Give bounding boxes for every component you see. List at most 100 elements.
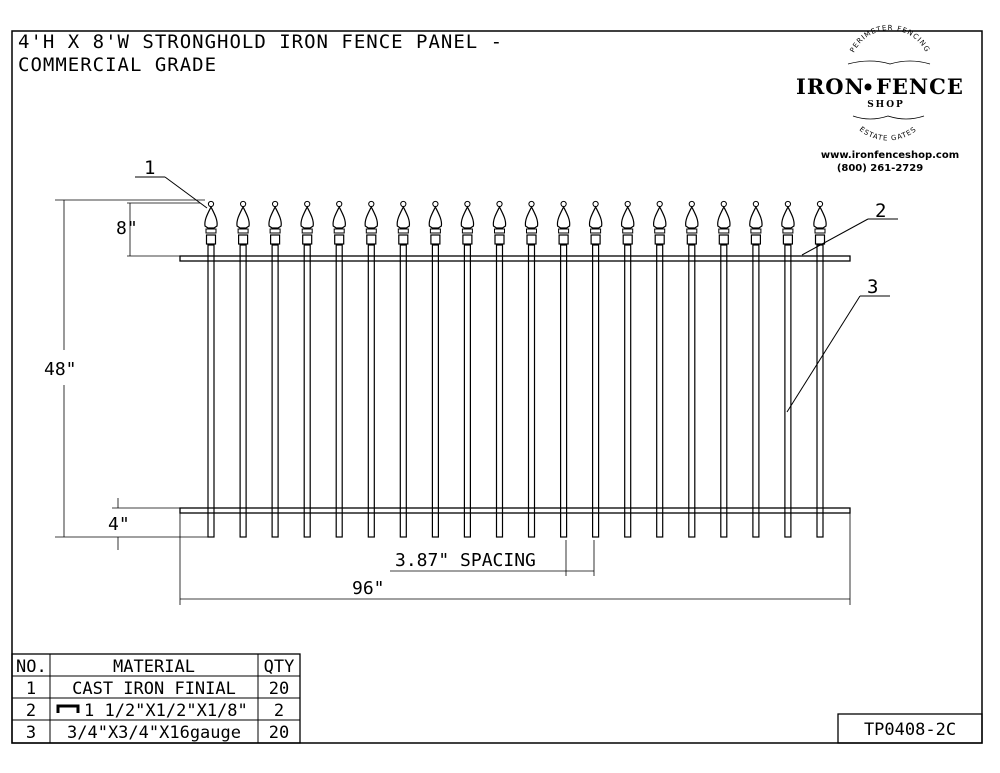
finial-collar [494,228,505,234]
svg-text:3.87" SPACING: 3.87" SPACING [395,550,536,571]
table-row-2-material: 1 1/2"X1/2"X1/8" [84,701,248,721]
finial-base [398,234,409,245]
finial-collar [461,228,473,234]
dimension-finial-height: 8" [116,202,200,257]
material-table: NO. MATERIAL QTY 1 CAST IRON FINIAL 20 2… [11,653,301,744]
drawing-number-box: TP0408-2C [837,713,983,744]
finial-base [366,234,377,245]
picket [717,200,731,538]
finial-head [652,205,667,229]
table-header-material: MATERIAL [113,657,195,677]
finial-collar [718,228,730,234]
finial-base [782,234,794,245]
finial-head [300,205,314,229]
finial-head [396,205,411,229]
logo-main-right-text: FENCE [876,74,964,99]
logo-arc-bottom: ESTATE GATES [858,125,919,142]
finial-head [524,205,539,229]
finial-collar [397,228,409,234]
finial-base [814,234,826,245]
finial-collar [526,228,537,234]
finial-head [813,205,827,229]
finial-head [685,205,699,229]
top-rail [179,255,851,262]
svg-text:4": 4" [108,514,130,535]
finial-base [430,234,441,245]
svg-text:2: 2 [875,200,887,222]
picket [268,200,282,538]
finial-collar [558,228,570,234]
finial-head [717,205,731,229]
picket [813,200,827,538]
finial-base [526,234,537,245]
logo-sub: SHOP [867,100,905,110]
finial-head [236,205,250,229]
logo-flourish-bottom-icon [852,115,925,120]
table-header-qty: QTY [264,657,295,677]
logo-phone: (800) 261-2729 [837,163,923,174]
title-line-1: 4'H X 8'W STRONGHOLD IRON FENCE PANEL - [18,31,503,53]
finial-base [238,234,249,245]
finial-head [749,205,763,229]
callout-picket: 3 [786,276,890,413]
svg-text:3: 3 [867,276,879,298]
table-row-2-qty: 2 [274,701,284,721]
dimension-width: 96" [179,513,851,605]
dimension-total-height: 48" [44,199,210,538]
picket [685,200,699,538]
finial-head [364,205,379,229]
finial-collar [814,228,826,234]
bottom-rail [179,507,851,514]
finial-base [718,234,729,245]
finial-base [302,234,313,245]
finial-collar [205,228,217,234]
svg-text:48": 48" [44,359,77,380]
finial-collar [333,228,345,234]
company-logo: PERIMETER FENCING IRON FENCE SHOP ESTATE… [796,24,964,174]
finial-base [654,234,665,245]
finial-head [332,205,346,229]
finial-collar [750,228,762,234]
svg-text:8": 8" [116,218,138,239]
title-line-2: COMMERCIAL GRADE [18,54,217,76]
table-row-1-qty: 20 [269,679,289,699]
picket [300,200,314,538]
picket [332,200,346,538]
fence-panel [179,200,851,538]
finial-collar [365,228,377,234]
finial-base [205,234,217,245]
table-header-no: NO. [16,657,47,677]
finial-base [686,234,697,245]
finial-collar [686,228,698,234]
picket [460,200,475,538]
finial-head [460,205,475,229]
finial-base [558,234,569,245]
finial-base [590,234,601,245]
finial-collar [622,228,634,234]
picket [620,200,635,538]
logo-main-left-text: IRON [796,74,865,99]
sheet-border [11,30,983,744]
finial-base [270,234,281,245]
finial-base [494,234,505,245]
finial-base [622,234,633,245]
finial-collar [590,228,602,234]
logo-flourish-top-icon [847,60,931,65]
table-row-3-material: 3/4"X3/4"X16gauge [67,723,241,743]
finial-collar [429,228,441,234]
finial-head [492,205,507,229]
logo-bullet-icon [864,83,872,91]
finial-collar [269,228,281,234]
svg-text:96": 96" [352,578,385,599]
drawing-number: TP0408-2C [864,720,956,740]
picket [749,200,763,538]
finial-head [781,205,795,229]
finial-head [620,205,635,229]
finial-head [268,205,282,229]
channel-icon [56,704,80,713]
picket [781,200,795,538]
callout-rail: 2 [801,200,898,256]
finial-collar [301,228,313,234]
table-row-2-no: 2 [26,701,36,721]
finial-base [334,234,345,245]
